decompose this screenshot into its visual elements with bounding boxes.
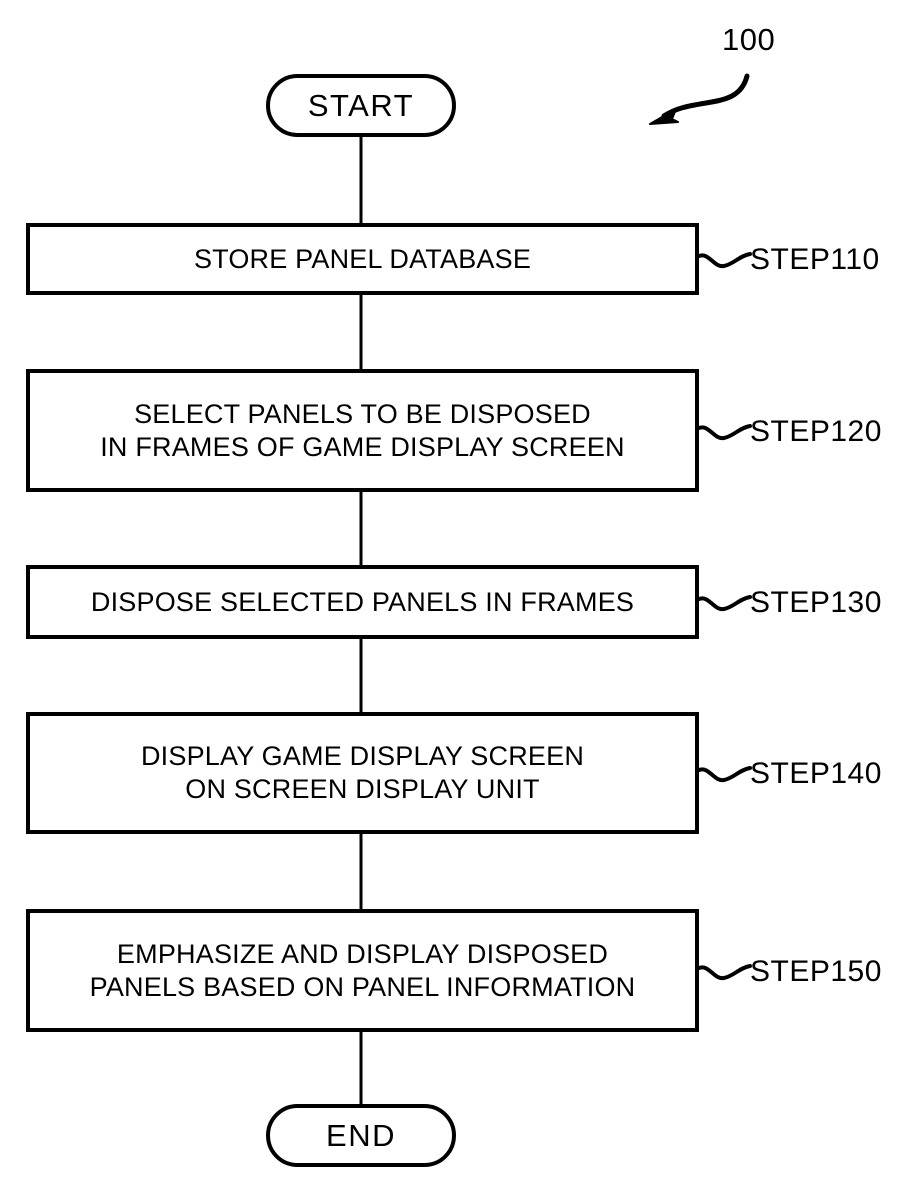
step-reference-label-step130: STEP130: [750, 586, 882, 619]
step-reference-label-step120: STEP120: [750, 415, 882, 448]
start-node-shape: [266, 74, 456, 137]
leader-squiggle-step130: [697, 595, 752, 612]
leader-squiggle-step110: [697, 252, 752, 269]
leader-squiggle-step150: [697, 964, 752, 981]
step-reference-label-step150: STEP150: [750, 955, 882, 988]
end-node-shape: [266, 1104, 456, 1167]
process-box-step120: [26, 369, 699, 492]
process-box-step140: [26, 712, 699, 834]
process-box-step130: [26, 565, 699, 639]
figure-number-arrow: [649, 73, 750, 125]
leader-squiggle-step140: [697, 766, 752, 783]
step-reference-label-step140: STEP140: [750, 757, 882, 790]
leader-squiggle-step120: [697, 424, 752, 441]
figure-number-label: 100: [722, 22, 776, 57]
step-reference-label-step110: STEP110: [750, 243, 880, 276]
process-box-step150: [26, 909, 699, 1032]
process-box-step110: [26, 223, 699, 295]
